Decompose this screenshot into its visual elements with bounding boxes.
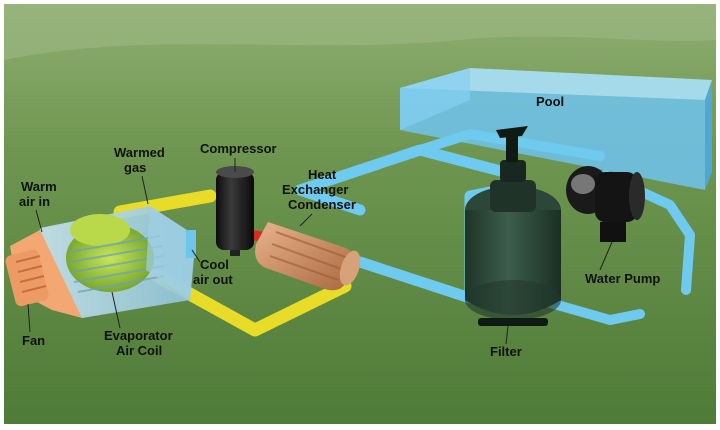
label-cool-air-out-line2: air out: [193, 272, 233, 287]
label-warmed-gas-line1: Warmed: [114, 145, 165, 160]
label-warm-air-in-line2: air in: [19, 194, 50, 209]
label-compressor: Compressor: [200, 141, 277, 156]
label-cool-air-out-line1: Cool: [200, 257, 229, 272]
horizon-haze: [4, 4, 716, 60]
water-pump: [566, 166, 645, 242]
label-warmed-gas-line2: gas: [124, 160, 146, 175]
label-heat-exchanger-line2: Exchanger: [282, 182, 348, 197]
label-pool: Pool: [536, 94, 564, 109]
label-heat-exchanger-line1: Heat: [308, 167, 337, 182]
label-evaporator-line1: Evaporator: [104, 328, 173, 343]
pool: [400, 68, 712, 190]
label-water-pump: Water Pump: [585, 271, 660, 286]
label-warm-air-in-line1: Warm: [21, 179, 57, 194]
label-heat-exchanger-line3: Condenser: [288, 197, 356, 212]
sand-filter: [465, 126, 561, 326]
evaporator-unit: [36, 206, 196, 318]
leader-lines: [27, 158, 613, 345]
label-fan: Fan: [22, 333, 45, 348]
heat-exchanger-condenser: [255, 222, 361, 291]
label-filter: Filter: [490, 344, 522, 359]
label-evaporator-line2: Air Coil: [116, 343, 162, 358]
labels: Pool Compressor Warmed gas Warm air in H…: [19, 94, 660, 359]
fan: [5, 230, 82, 318]
compressor: [216, 166, 254, 256]
